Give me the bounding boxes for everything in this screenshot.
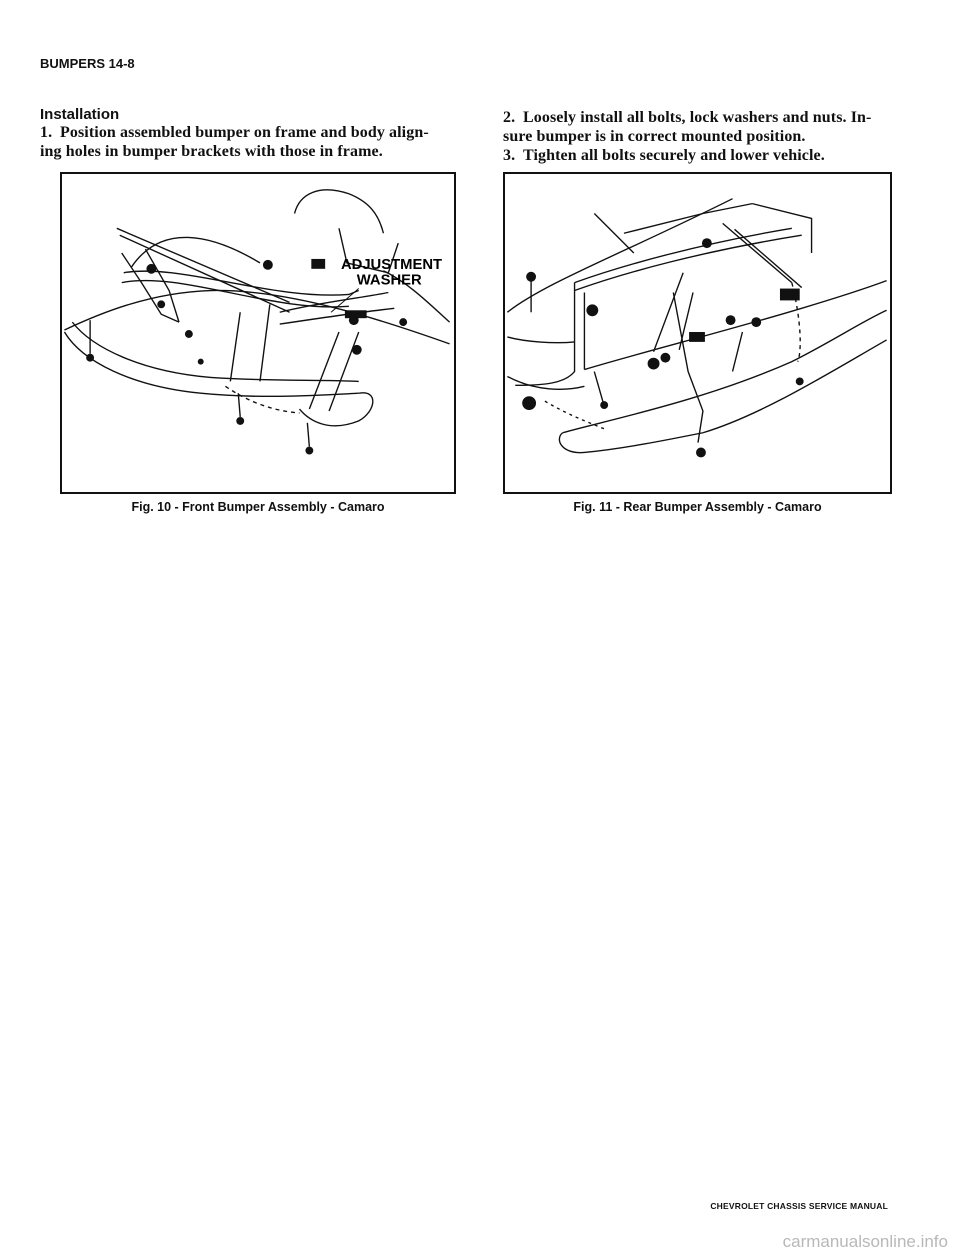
front-bumper-illustration: ADJUSTMENT WASHER (63, 189, 451, 455)
step-1: 1. Position assembled bumper on frame and… (40, 123, 460, 142)
step-number: 2. (503, 109, 516, 126)
figure-front-bumper: ADJUSTMENT WASHER (60, 172, 456, 494)
step-3: 3. Tighten all bolts securely and lower v… (503, 146, 923, 165)
figure-10-caption: Fig. 10 - Front Bumper Assembly - Camaro (131, 500, 385, 514)
figure-11-caption: Fig. 11 - Rear Bumper Assembly - Camaro (573, 500, 822, 514)
callout-washer-label: WASHER (357, 273, 422, 289)
step-2: 2. Loosely install all bolts, lock washer… (503, 108, 923, 127)
step-2-continued: sure bumper is in correct mounted positi… (503, 128, 806, 145)
page-header: BUMPERS 14-8 (40, 56, 135, 71)
step-text-line: Tighten all bolts securely and lower veh… (523, 147, 825, 164)
footer-brand: CHEVROLET CHASSIS SERVICE MANUAL (710, 1201, 888, 1211)
section-heading: Installation (40, 106, 120, 123)
callout-adjustment-label: ADJUSTMENT (341, 257, 442, 273)
steps-continued: 2. Loosely install all bolts, lock washer… (503, 108, 923, 165)
step-number: 1. (40, 124, 53, 141)
step-text-line: Loosely install all bolts, lock washers … (523, 109, 872, 126)
figure-rear-bumper (503, 172, 892, 494)
step-text-line: Position assembled bumper on frame and b… (60, 124, 429, 141)
installation-section: Installation 1. Position assembled bumper… (40, 106, 460, 161)
step-1-continued: ing holes in bumper brackets with those … (40, 143, 383, 160)
step-number: 3. (503, 147, 516, 164)
rear-bumper-illustration (506, 198, 887, 458)
watermark: carmanualsonline.info (782, 1232, 948, 1251)
